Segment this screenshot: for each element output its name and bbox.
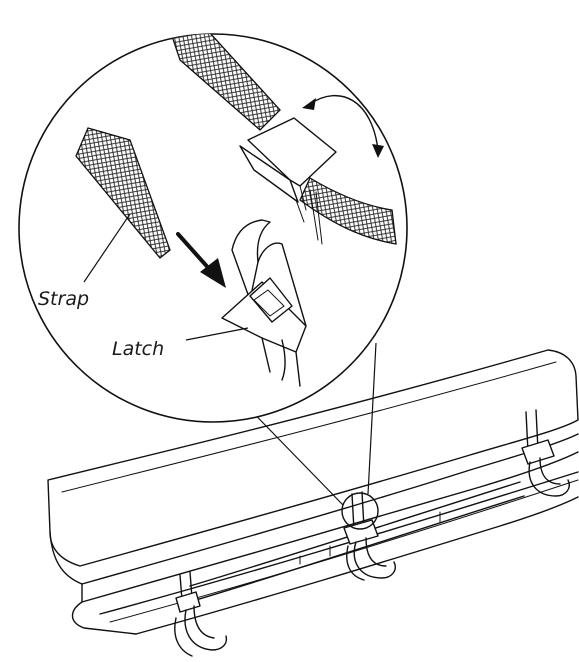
zoom-detail: [18, 33, 408, 423]
latch-label: Latch: [112, 338, 164, 360]
latch-leader-line: [185, 327, 249, 341]
magnifier-line-right: [367, 342, 377, 495]
case-illustration: [47, 349, 579, 657]
latch: [231, 219, 271, 301]
strap-end: [75, 127, 171, 259]
strap-leader-line: [83, 213, 131, 283]
upper-strap: [169, 34, 281, 131]
strap-label: Strap: [38, 288, 89, 310]
detail-highlight-circle: [341, 492, 379, 530]
